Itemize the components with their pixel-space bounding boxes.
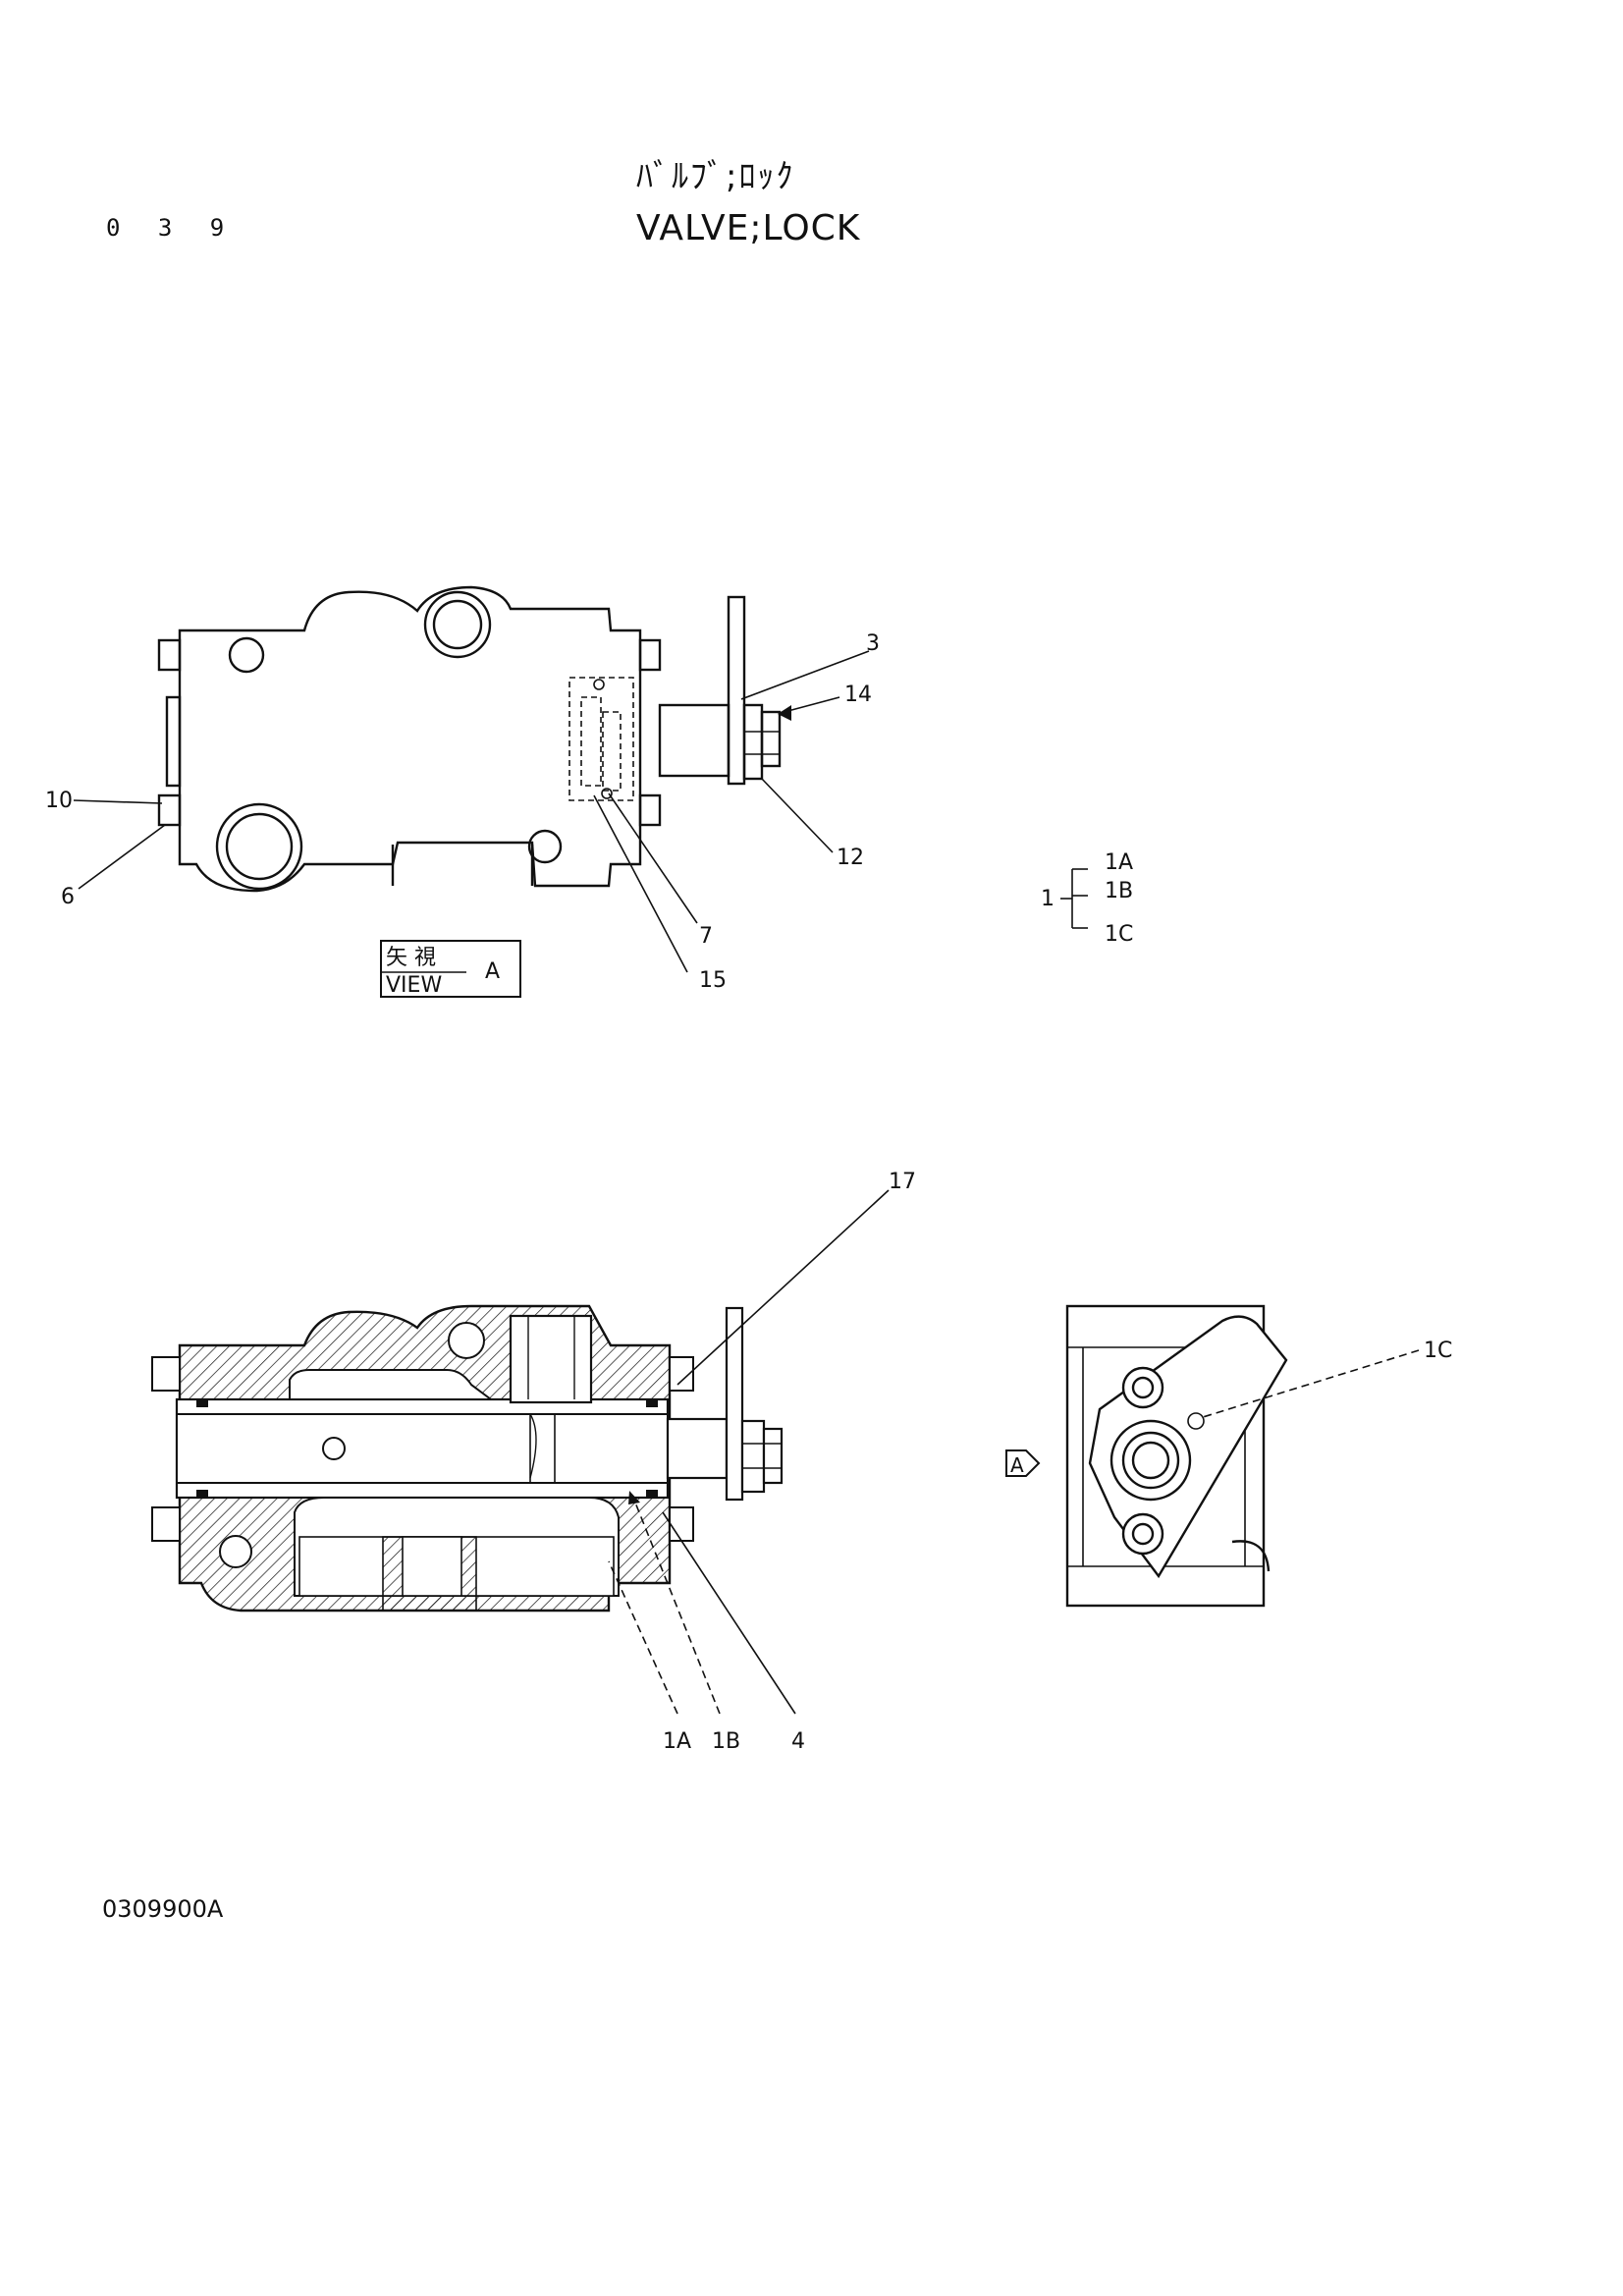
callout-12: 12 bbox=[837, 846, 864, 870]
callout-6: 6 bbox=[61, 885, 75, 909]
arrowhead-1b bbox=[628, 1491, 640, 1504]
view-label-letter: A bbox=[485, 959, 500, 984]
title-japanese: ﾊﾞﾙﾌﾞ;ﾛｯｸ bbox=[636, 157, 795, 196]
view-marker-letter: A bbox=[1010, 1453, 1024, 1477]
callout-14: 14 bbox=[844, 683, 872, 707]
arrowhead-14 bbox=[778, 705, 791, 721]
callout-7: 7 bbox=[699, 924, 713, 949]
valve-top-view bbox=[157, 585, 782, 893]
valve-section-view bbox=[151, 1304, 784, 1613]
valve-side-view bbox=[1065, 1304, 1288, 1608]
callout-3: 3 bbox=[866, 631, 880, 656]
callout-1c-list: 1C bbox=[1105, 922, 1133, 947]
callout-1: 1 bbox=[1041, 887, 1055, 911]
callout-17: 17 bbox=[889, 1170, 916, 1194]
callout-4: 4 bbox=[791, 1729, 805, 1754]
page-number: 0 3 9 bbox=[106, 214, 237, 242]
callout-15: 15 bbox=[699, 968, 727, 993]
view-label-japanese: 矢 視 bbox=[386, 946, 436, 970]
callout-1b-bottom: 1B bbox=[712, 1729, 740, 1754]
section-view-leaders bbox=[608, 1189, 890, 1715]
view-a-label-box: 矢 視 VIEW A bbox=[380, 940, 521, 998]
view-a-direction-marker: A bbox=[1005, 1449, 1041, 1477]
view-label-english: VIEW bbox=[386, 973, 442, 998]
title-english: VALVE;LOCK bbox=[636, 208, 861, 248]
callout-10: 10 bbox=[45, 789, 73, 813]
top-view-leaders bbox=[73, 650, 870, 973]
callout-1b-list: 1B bbox=[1105, 879, 1133, 903]
callout-1c-side: 1C bbox=[1424, 1339, 1452, 1363]
drawing-number: 0309900A bbox=[102, 1895, 224, 1923]
sub-parts-bracket bbox=[1060, 868, 1088, 929]
callout-1a-bottom: 1A bbox=[663, 1729, 691, 1754]
callout-1a-list: 1A bbox=[1105, 850, 1133, 875]
